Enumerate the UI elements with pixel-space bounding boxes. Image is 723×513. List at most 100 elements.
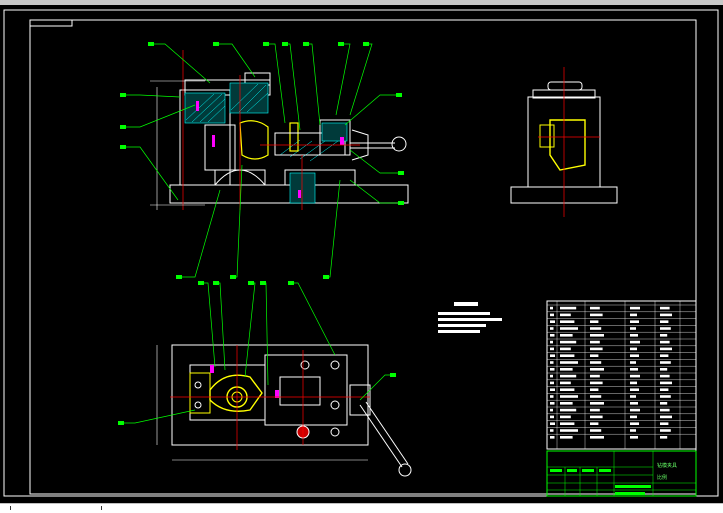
bom-cell-text	[660, 436, 668, 439]
bom-cell-text	[630, 327, 636, 330]
leader-tags-front	[120, 42, 404, 279]
bom-cell-text	[630, 334, 638, 337]
bom-cell-text	[560, 429, 578, 432]
bom-cell-text	[550, 354, 555, 357]
bom-cell-text	[660, 402, 668, 405]
technical-notes	[438, 302, 502, 333]
bom-cell-text	[630, 422, 639, 425]
title-block: 钻模夹具 比例	[546, 450, 697, 497]
clamp-block	[319, 119, 351, 156]
side-bushing	[547, 81, 583, 91]
lower-body-right	[284, 169, 356, 186]
title-designation: 钻模夹具	[657, 462, 677, 469]
base-plate	[169, 184, 409, 204]
hatch-lines	[185, 83, 339, 162]
bom-cell-text	[560, 408, 577, 412]
bom-cell-text	[630, 313, 637, 317]
bom-cell-text	[630, 306, 640, 310]
bom-cell-text	[630, 388, 639, 391]
bom-cell-text	[590, 347, 603, 351]
bom-cell-text	[550, 422, 555, 425]
bom-cell-text	[630, 408, 640, 412]
top-handle-knob	[398, 463, 412, 477]
bom-cell-text	[630, 368, 638, 371]
slide-guide	[274, 132, 346, 156]
bom-cell-text	[590, 381, 603, 385]
top-clamp-left	[189, 372, 211, 414]
pin-3	[340, 137, 344, 145]
top-workpiece	[209, 374, 263, 412]
top-handle-arm-1	[359, 404, 403, 468]
bom-cell-text	[550, 395, 554, 398]
hatch-body	[184, 92, 226, 124]
bom-cell-text	[660, 340, 670, 344]
bom-cell-text	[590, 388, 599, 391]
bom-cell-text	[590, 408, 600, 412]
bom-cell-text	[550, 381, 554, 385]
top-bolt-2	[194, 401, 202, 409]
leaders-front	[122, 43, 400, 278]
bom-cell-text	[550, 436, 555, 439]
bom-cell-text	[590, 334, 604, 337]
bom-cell-text	[590, 340, 600, 344]
bom-cell-text	[660, 354, 669, 357]
bom-cell-text	[660, 334, 668, 337]
bom-cell-text	[590, 306, 600, 310]
inner-frame	[29, 19, 697, 495]
bom-cell-text	[560, 347, 571, 351]
drawing-canvas[interactable]: 钻模夹具 比例	[0, 5, 723, 503]
bom-cell-text	[560, 354, 575, 357]
bom-cell-text	[560, 320, 575, 323]
bom-cell-text	[590, 402, 604, 405]
bom-cell-text	[590, 320, 599, 323]
top-bolt-4	[330, 360, 340, 370]
bom-cell-text	[590, 429, 602, 432]
bom-cell-text	[550, 368, 555, 371]
bom-cell-text	[660, 306, 670, 310]
bom-cell-text	[630, 415, 637, 419]
front-section-view[interactable]	[120, 42, 409, 279]
bom-cell-text	[590, 374, 600, 378]
bom-cell-text	[550, 388, 555, 391]
bom-cell-text	[560, 402, 573, 405]
bom-cell-text	[590, 354, 599, 357]
status-bar	[0, 503, 723, 513]
bom-cell-text	[660, 429, 671, 432]
bom-cell-text	[560, 422, 575, 425]
bom-cell-text	[550, 374, 553, 378]
bom-cell-text	[560, 374, 577, 378]
top-view[interactable]	[118, 281, 412, 477]
top-base	[171, 344, 369, 446]
bom-cell-text	[560, 368, 573, 371]
hatch-clamp	[321, 122, 348, 142]
corner-label-box	[29, 19, 73, 27]
bom-cell-text	[550, 340, 553, 344]
bom-cell-text	[630, 429, 636, 432]
bom-cell-text	[560, 361, 578, 364]
bom-cell-text	[630, 402, 638, 405]
pin-2	[212, 135, 215, 147]
bom-cell-text	[660, 347, 672, 351]
bom-cell-text	[560, 415, 571, 419]
bom-cell-text	[560, 395, 578, 398]
bom-cell-text	[550, 320, 555, 323]
parts-list	[546, 300, 697, 450]
bom-cell-text	[590, 395, 602, 398]
hatch-lower	[289, 172, 316, 204]
bom-cell-text	[560, 313, 571, 317]
bom-cell-text	[590, 361, 602, 364]
bom-cell-text	[550, 334, 555, 337]
bom-cell-text	[660, 320, 669, 323]
bom-cell-text	[590, 368, 604, 371]
workpiece	[239, 120, 269, 160]
bom-cell-text	[550, 408, 553, 412]
top-bolt-6	[330, 427, 340, 437]
side-view[interactable]	[510, 67, 618, 217]
side-pin-block	[539, 124, 555, 148]
bom-cell-text	[590, 422, 599, 425]
bom-cell-text	[550, 415, 554, 419]
drill-plate	[184, 79, 271, 96]
bom-cell-text	[660, 368, 668, 371]
bom-cell-text	[590, 436, 604, 439]
bom-cell-text	[560, 306, 577, 310]
